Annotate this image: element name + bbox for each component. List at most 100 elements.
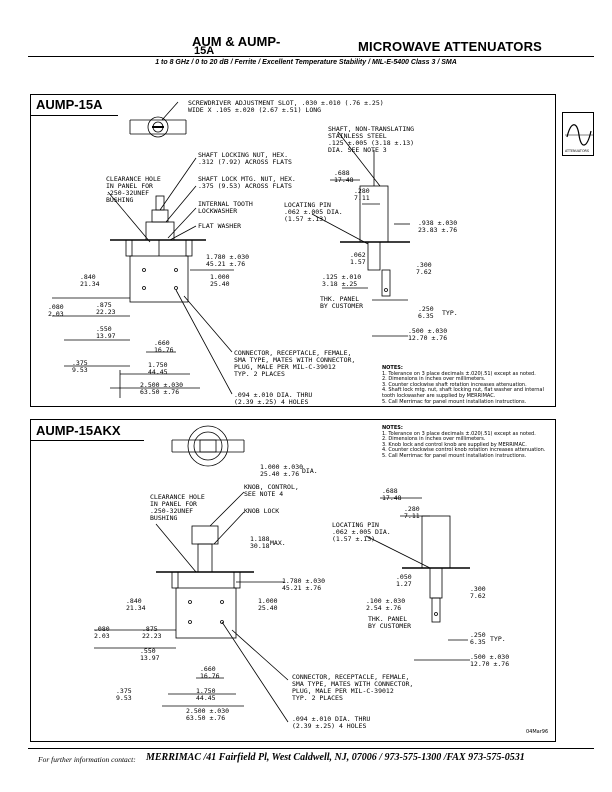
attenuator-logo: ATTENUATORS (562, 112, 594, 156)
callout-line: .094 ±.010 DIA. THRU (234, 391, 313, 399)
panel-thickness-callout: THK. PANEL BY CUSTOMER (320, 296, 363, 310)
note-item: 2. Dimensions in inches over millimeters… (382, 376, 486, 383)
product-title: AUM & AUMP- 15A (192, 34, 281, 57)
note-item: 4. Shaft lock mtg. nut, shaft locking nu… (382, 387, 544, 394)
panel1-notes: NOTES: 1. Tolerance on 3 place decimals … (382, 365, 544, 405)
callout-line: .312 (7.92) ACROSS FLATS (198, 158, 292, 166)
locking-nut-callout: SHAFT LOCKING NUT, HEX. .312 (7.92) ACRO… (198, 152, 292, 166)
notes-title: NOTES: (382, 425, 403, 431)
knob-dia-label: DIA. (302, 467, 318, 475)
panel-aump-15a (30, 94, 556, 407)
callout-line: THK. PANEL (320, 295, 360, 303)
callout-line: .375 (9.53) ACROSS FLATS (198, 182, 292, 190)
footer-contact: MERRIMAC /41 Fairfield Pl, West Caldwell… (146, 752, 525, 763)
header-rule (28, 56, 594, 57)
panel2-title-rule (30, 440, 144, 441)
footer-rule (28, 748, 594, 749)
callout-line: INTERNAL TOOTH (198, 200, 253, 208)
screwdriver-slot-callout: SCREWDRIVER ADJUSTMENT SLOT, .030 ±.010 … (188, 100, 384, 114)
callout-line: IN PANEL FOR (106, 182, 153, 190)
dim-typ: TYP. (442, 309, 458, 317)
note-item: tooth lockwasher are supplied by MERRIMA… (382, 392, 496, 399)
panel1-title: AUMP-15A (36, 97, 103, 112)
callout-line: PLUG, MALE PER MIL-C-39012 (234, 363, 336, 371)
product-tagline: 1 to 8 GHz / 0 to 20 dB / Ferrite / Exce… (155, 59, 457, 66)
panel2-title: AUMP-15AKX (36, 423, 121, 438)
clearance-hole-callout: CLEARANCE HOLE IN PANEL FOR .250-32UNEF … (106, 176, 161, 204)
callout-line: LOCKWASHER (198, 207, 238, 215)
callout-line: .125 ±.005 (3.18 ±.13) (328, 139, 415, 147)
product-title-suffix: 15A (194, 45, 215, 57)
note-item: 3. Knob lock and control knob are suppli… (382, 441, 527, 448)
callout-line: WIDE X .105 ±.020 (2.67 ±.51) LONG (188, 106, 322, 114)
note-item: 1. Tolerance on 3 place decimals ±.020(.… (382, 430, 536, 437)
revision-date: 04Mar96 (526, 729, 549, 735)
product-title-main: AUM & AUMP- (192, 34, 281, 49)
callout-line: (1.57 ±.13) (284, 215, 328, 223)
knob-lock-callout: KNOB LOCK (244, 507, 280, 515)
note-item: 2. Dimensions in inches over millimeters… (382, 436, 486, 443)
callout-line: SHAFT LOCKING NUT, HEX. (198, 151, 289, 159)
callout-line: CLEARANCE HOLE (106, 175, 161, 183)
callout-line: TYP. 2 PLACES (234, 370, 285, 378)
callout-line: .062 ±.005 DIA. (284, 208, 343, 216)
callout-line: BY CUSTOMER (320, 302, 364, 310)
flat-washer-callout: FLAT WASHER (198, 222, 242, 230)
callout-line: LOCATING PIN (284, 201, 331, 209)
locating-pin-callout: LOCATING PIN .062 ±.005 DIA. (1.57 ±.13) (332, 521, 391, 543)
shaft-callout: SHAFT, NON-TRANSLATING STAINLESS STEEL .… (328, 126, 414, 154)
dim-max: MAX. (270, 539, 286, 547)
connector-callout: CONNECTOR, RECEPTACLE, FEMALE, SMA TYPE,… (292, 673, 414, 702)
panel1-title-rule (30, 115, 118, 116)
locating-pin-callout: LOCATING PIN .062 ±.005 DIA. (1.57 ±.13) (284, 202, 343, 223)
mounting-holes-callout: .094 ±.010 DIA. THRU(2.39 ±.25) 4 HOLES (292, 715, 371, 730)
panel-aump-15akx (30, 419, 556, 742)
note-item: 3. Counter clockwise shaft rotation incr… (382, 381, 527, 388)
callout-line: SMA TYPE, MATES WITH CONNECTOR, (234, 356, 356, 364)
connector-callout: CONNECTOR, RECEPTACLE, FEMALE, SMA TYPE,… (234, 350, 355, 378)
callout-line: SHAFT LOCK MTG. NUT, HEX. (198, 175, 296, 183)
lockwasher-callout: INTERNAL TOOTH LOCKWASHER (198, 201, 253, 215)
logo-text: ATTENUATORS (565, 149, 589, 153)
mtg-nut-callout: SHAFT LOCK MTG. NUT, HEX. .375 (9.53) AC… (198, 176, 296, 190)
clearance-hole-callout: CLEARANCE HOLE IN PANEL FOR .250-32UNEF … (150, 493, 205, 522)
panel2-notes: NOTES: 1. Tolerance on 3 place decimals … (382, 425, 545, 460)
mounting-holes-callout: .094 ±.010 DIA. THRU (2.39 ±.25) 4 HOLES (234, 392, 312, 406)
product-category: MICROWAVE ATTENUATORS (358, 39, 543, 54)
callout-line: CONNECTOR, RECEPTACLE, FEMALE, (234, 349, 352, 357)
notes-title: NOTES: (382, 365, 403, 371)
callout-line: SHAFT, NON-TRANSLATING (328, 125, 415, 133)
